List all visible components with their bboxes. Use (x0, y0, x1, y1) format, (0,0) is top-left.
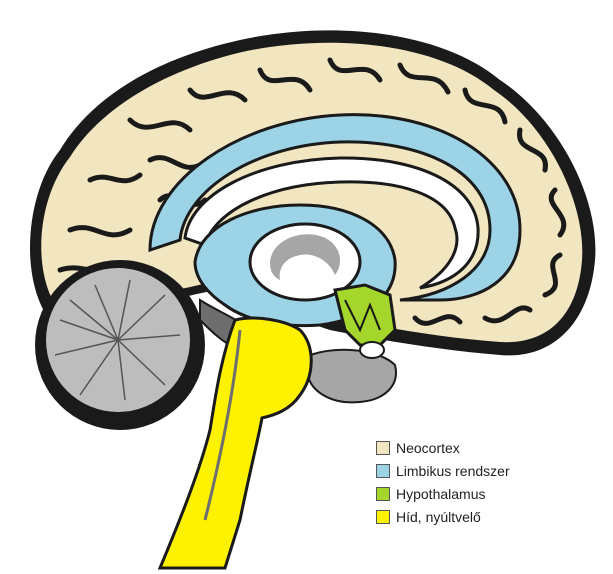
legend-swatch (376, 463, 390, 478)
legend-swatch (376, 440, 390, 455)
legend-item-limbic: Limbikus rendszer (376, 459, 510, 482)
thalamus-gray-crescent (270, 234, 340, 280)
thalamus (248, 222, 362, 302)
pons-gray (306, 348, 397, 404)
brainstem-groove (203, 329, 242, 521)
legend-item-brainstem: Híd, nyúltvelő (376, 505, 510, 528)
legend-label: Híd, nyúltvelő (396, 508, 481, 525)
legend-swatch (376, 509, 390, 524)
legend-swatch (376, 486, 390, 501)
legend-label: Hypothalamus (396, 485, 486, 502)
limbic-cingulate (148, 113, 522, 302)
legend-item-neocortex: Neocortex (376, 436, 510, 459)
cerebellum-folia (54, 279, 181, 401)
legend: Neocortex Limbikus rendszer Hypothalamus… (376, 436, 510, 528)
hypothalamus-lines (344, 299, 381, 333)
brainstem-pons-medulla (157, 316, 313, 570)
legend-item-hypothalamus: Hypothalamus (376, 482, 510, 505)
legend-label: Limbikus rendszer (396, 462, 510, 479)
legend-label: Neocortex (396, 439, 460, 456)
pituitary (359, 341, 385, 359)
sulci-lines (57, 57, 567, 326)
corpus-callosum (183, 156, 480, 290)
